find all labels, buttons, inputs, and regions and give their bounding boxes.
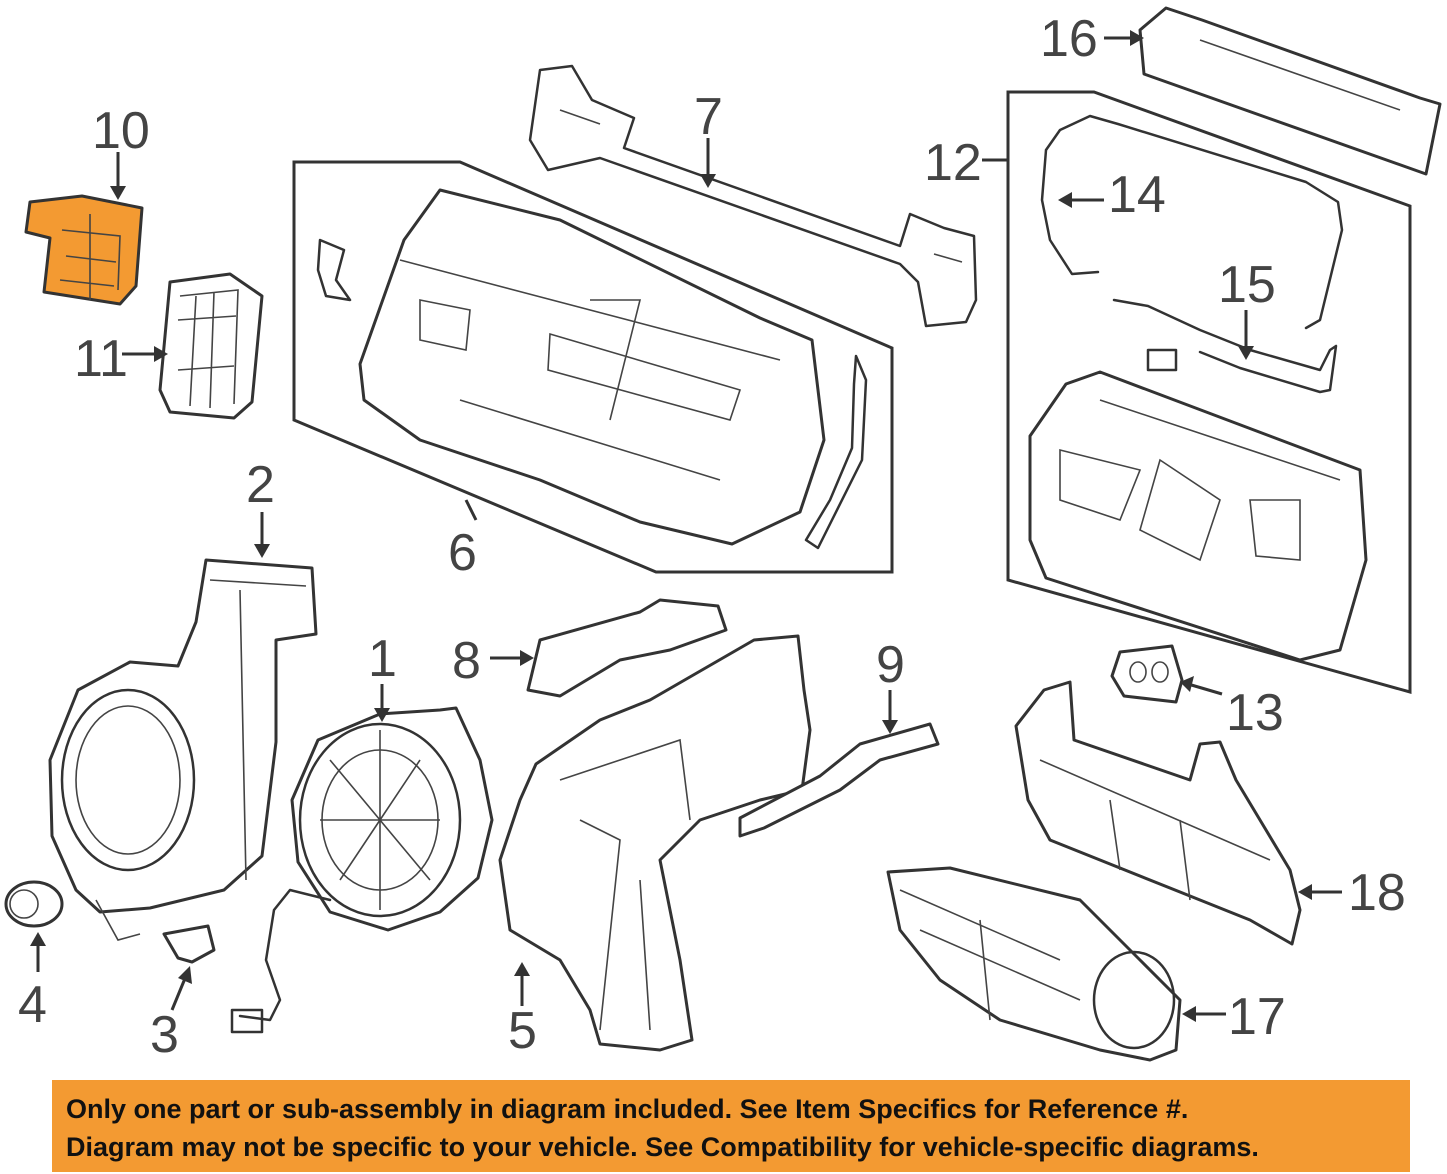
callout-16: 16 [1040, 10, 1098, 68]
part-12-group [1006, 90, 1412, 694]
part-8 [526, 598, 728, 698]
disclaimer-line-2: Diagram may not be specific to your vehi… [66, 1132, 1259, 1162]
part-11 [158, 272, 264, 420]
callout-3: 3 [150, 1006, 179, 1064]
callout-15: 15 [1218, 256, 1276, 314]
part-4 [4, 880, 64, 928]
part-13 [1110, 644, 1184, 704]
leader-lines [30, 30, 1342, 1022]
callout-7: 7 [694, 88, 723, 146]
callout-13: 13 [1226, 684, 1284, 742]
callout-5: 5 [508, 1002, 537, 1060]
disclaimer-line-1: Only one part or sub-assembly in diagram… [66, 1094, 1189, 1124]
part-9 [738, 722, 940, 838]
part-16 [1138, 6, 1442, 176]
part-1 [230, 706, 494, 1034]
callout-12: 12 [924, 134, 982, 192]
callout-10: 10 [92, 102, 150, 160]
callout-2: 2 [246, 456, 275, 514]
callout-labels: 10 11 7 12 14 15 16 6 2 1 8 9 13 18 17 5… [18, 10, 1406, 1064]
part-18 [1014, 680, 1302, 946]
callout-8: 8 [452, 632, 481, 690]
part-10-highlighted[interactable] [24, 194, 144, 306]
disclaimer-banner: Only one part or sub-assembly in diagram… [52, 1080, 1410, 1172]
callout-11: 11 [74, 330, 128, 388]
part-17 [886, 866, 1182, 1062]
part-7 [528, 64, 978, 328]
callout-1: 1 [368, 630, 397, 688]
callout-9: 9 [876, 636, 905, 694]
part-6-group [292, 160, 894, 574]
callout-14: 14 [1108, 166, 1166, 224]
part-3 [162, 924, 216, 964]
callout-4: 4 [18, 976, 47, 1034]
part-5 [498, 634, 812, 1052]
callout-6: 6 [448, 524, 477, 582]
callout-18: 18 [1348, 864, 1406, 922]
callout-17: 17 [1228, 988, 1286, 1046]
parts-diagram: 10 11 7 12 14 15 16 6 2 1 8 9 13 18 17 5… [4, 6, 1442, 1064]
part-2 [48, 558, 318, 941]
